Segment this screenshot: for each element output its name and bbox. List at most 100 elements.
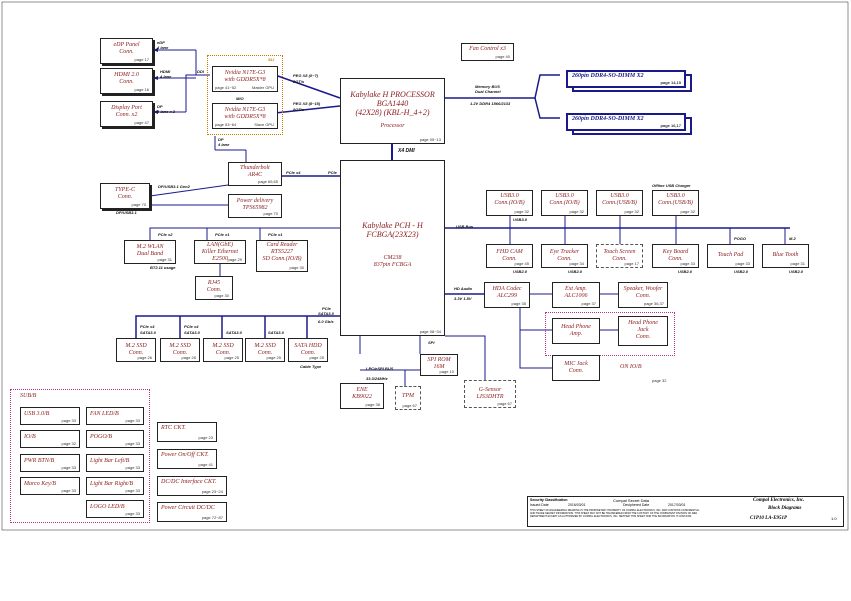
dp-lane-label: DP (157, 104, 163, 109)
ene-ec-block: ENE KB9022 page 38 (340, 383, 384, 409)
page-ref: page 32 (652, 378, 667, 383)
page-ref: page 33 (125, 465, 140, 470)
block-label: M.2 SSD (254, 343, 276, 349)
block-label: Conn. (568, 368, 584, 374)
eye-tracker-block: Eye Tracker Conn. page 34 (541, 244, 588, 268)
block-label: Conn.(IO/B) (494, 200, 525, 206)
page-ref: page 34 (569, 261, 584, 266)
mio-label: MIO (236, 96, 244, 101)
block-label: Conn.(USB/B) (658, 200, 693, 206)
block-label: BGA1440 (376, 99, 409, 108)
block-label: IO/B (24, 434, 36, 440)
sata-label: SATA3.0 (184, 330, 200, 335)
pcie-x4-label: PCIe x4 (286, 170, 301, 175)
block-label: FCBGA(23X23) (366, 230, 419, 239)
peg-label: 8GT/s (293, 79, 305, 84)
usb20-tag: USB2.0 (513, 269, 528, 274)
hdmi-block: HDMI 2.0 Conn. page 16 (100, 68, 153, 94)
block-label: with GDDR5X*8 (224, 77, 266, 83)
page-ref: page 33 (61, 465, 76, 470)
sata-label: SATA3.0 (268, 330, 284, 335)
page-ref: page 41~52 (215, 85, 237, 90)
page-ref: page 33 (61, 418, 76, 423)
m2-wlan-block: M.2 WLAN Dual Band page 31 (124, 240, 176, 264)
pcie-label: PCIe (322, 306, 331, 311)
block-label: Touch Screen (603, 249, 636, 255)
page-ref: page 32 (61, 441, 76, 446)
page-ref: page 38 (365, 402, 380, 407)
keyboard-block: Key Board Conn. page 33 (652, 244, 699, 268)
page-ref: page 25 (224, 355, 239, 360)
block-label: ENE (356, 387, 368, 393)
block-label: Light Bar Left/B (90, 458, 130, 464)
pcie-x2-label: PCIe x2 (158, 232, 173, 237)
m2-ssd-2-block: M.2 SSD Conn. page 26 (160, 338, 200, 362)
block-label: KB9022 (352, 394, 372, 400)
mic-jack-block: MIC Jack Conn. (552, 355, 600, 381)
hdmi-lane-label: 4 lane (160, 74, 172, 79)
page-ref: page 23 (198, 435, 213, 440)
block-label: RTC CKT. (161, 425, 186, 431)
page-ref: page 31 (790, 261, 805, 266)
on-io-label: ON IO/B (620, 364, 642, 370)
block-label: Power On/Off CKT. (161, 452, 209, 458)
company-name: Compal Electronics, Inc. (753, 498, 805, 503)
page-ref: page 14,15 (660, 80, 681, 85)
edp-lane-label: 4 lane (157, 45, 169, 50)
block-label: USB3.0 (500, 193, 519, 199)
page-ref: page 72~87 (201, 515, 223, 520)
page-ref: page 32 (514, 209, 529, 214)
block-label: Marco Key/B (24, 481, 56, 487)
usb20-tag: USB2.0 (568, 269, 583, 274)
block-label: Conn. (300, 350, 316, 356)
page-ref: page 67 (402, 403, 417, 408)
block-label: Fan Control x3 (469, 46, 506, 52)
m2-ssd-1-block: M.2 SSD Conn. page 26 (116, 338, 156, 362)
dp4-label: 4 lane (218, 142, 230, 147)
ddi-label: DDI (197, 69, 204, 74)
rj45-block: RJ45 Conn. page 30 (195, 276, 233, 300)
page-ref: page 32 (569, 209, 584, 214)
page-ref: page 40 (495, 54, 510, 59)
block-label: USB3.0 (666, 193, 685, 199)
lpc-freq-label: 33.3/24MHz (366, 376, 388, 381)
usb30-io-2-block: USB3.0 Conn.(IO/B) page 32 (541, 190, 588, 216)
block-label: USB3.0 (555, 193, 574, 199)
page-ref: page 33 (125, 488, 140, 493)
sata-label: SATA3.0 (140, 330, 156, 335)
hd-audio-label: HD Audio (454, 286, 473, 291)
page-ref: page 41 (198, 462, 213, 467)
gpu-role: Master GPU (251, 85, 274, 90)
page-ref: page 23~24 (201, 489, 223, 494)
block-label: Kabylake H PROCESSOR (350, 90, 435, 99)
bt-usage-label: BT2.11 usage (150, 265, 176, 270)
lpc-bus-label: LPC/eSPI BUS (366, 366, 394, 371)
block-label: with GDDR5X*8 (224, 114, 266, 120)
page-ref: page 26 (181, 355, 196, 360)
fhd-cam-block: FHD CAM Conn. page 45 (486, 244, 533, 268)
ddr-voltage-label: 1.2V DDR4 1866/2133 (470, 101, 511, 106)
charger-label: Offline USB Charger (652, 183, 691, 188)
security-label: Security Classification (530, 498, 568, 502)
thunderbolt-block: Thunderbolt AR4C page 65,65 (228, 162, 282, 186)
peg-label: 8GT/s (293, 107, 305, 112)
dcdc-interface-block: DC/DC Interface CKT. page 23~24 (157, 476, 227, 496)
block-label: Conn.(USB/B) (602, 200, 637, 206)
block-label: Dual Band (136, 251, 164, 257)
block-label: M.2 SSD (169, 343, 191, 349)
block-label: POGO/B (90, 434, 112, 440)
issued-label: Issued Date (530, 503, 549, 507)
usb20-tag: USB2.0 (678, 269, 693, 274)
dmi-label: X4 DMI (398, 148, 415, 154)
block-label: RTS5227 (270, 249, 293, 255)
notice-text: THIS SHEET OF ENGINEERING DRAWING IS THE… (530, 509, 700, 512)
page-ref: page 16 (134, 87, 149, 92)
sata-label: SATA3.0 (226, 330, 242, 335)
block-label: Conn. (257, 350, 273, 356)
page-ref: page 31 (157, 257, 172, 262)
gpu-role: Slave GPU (254, 122, 274, 127)
